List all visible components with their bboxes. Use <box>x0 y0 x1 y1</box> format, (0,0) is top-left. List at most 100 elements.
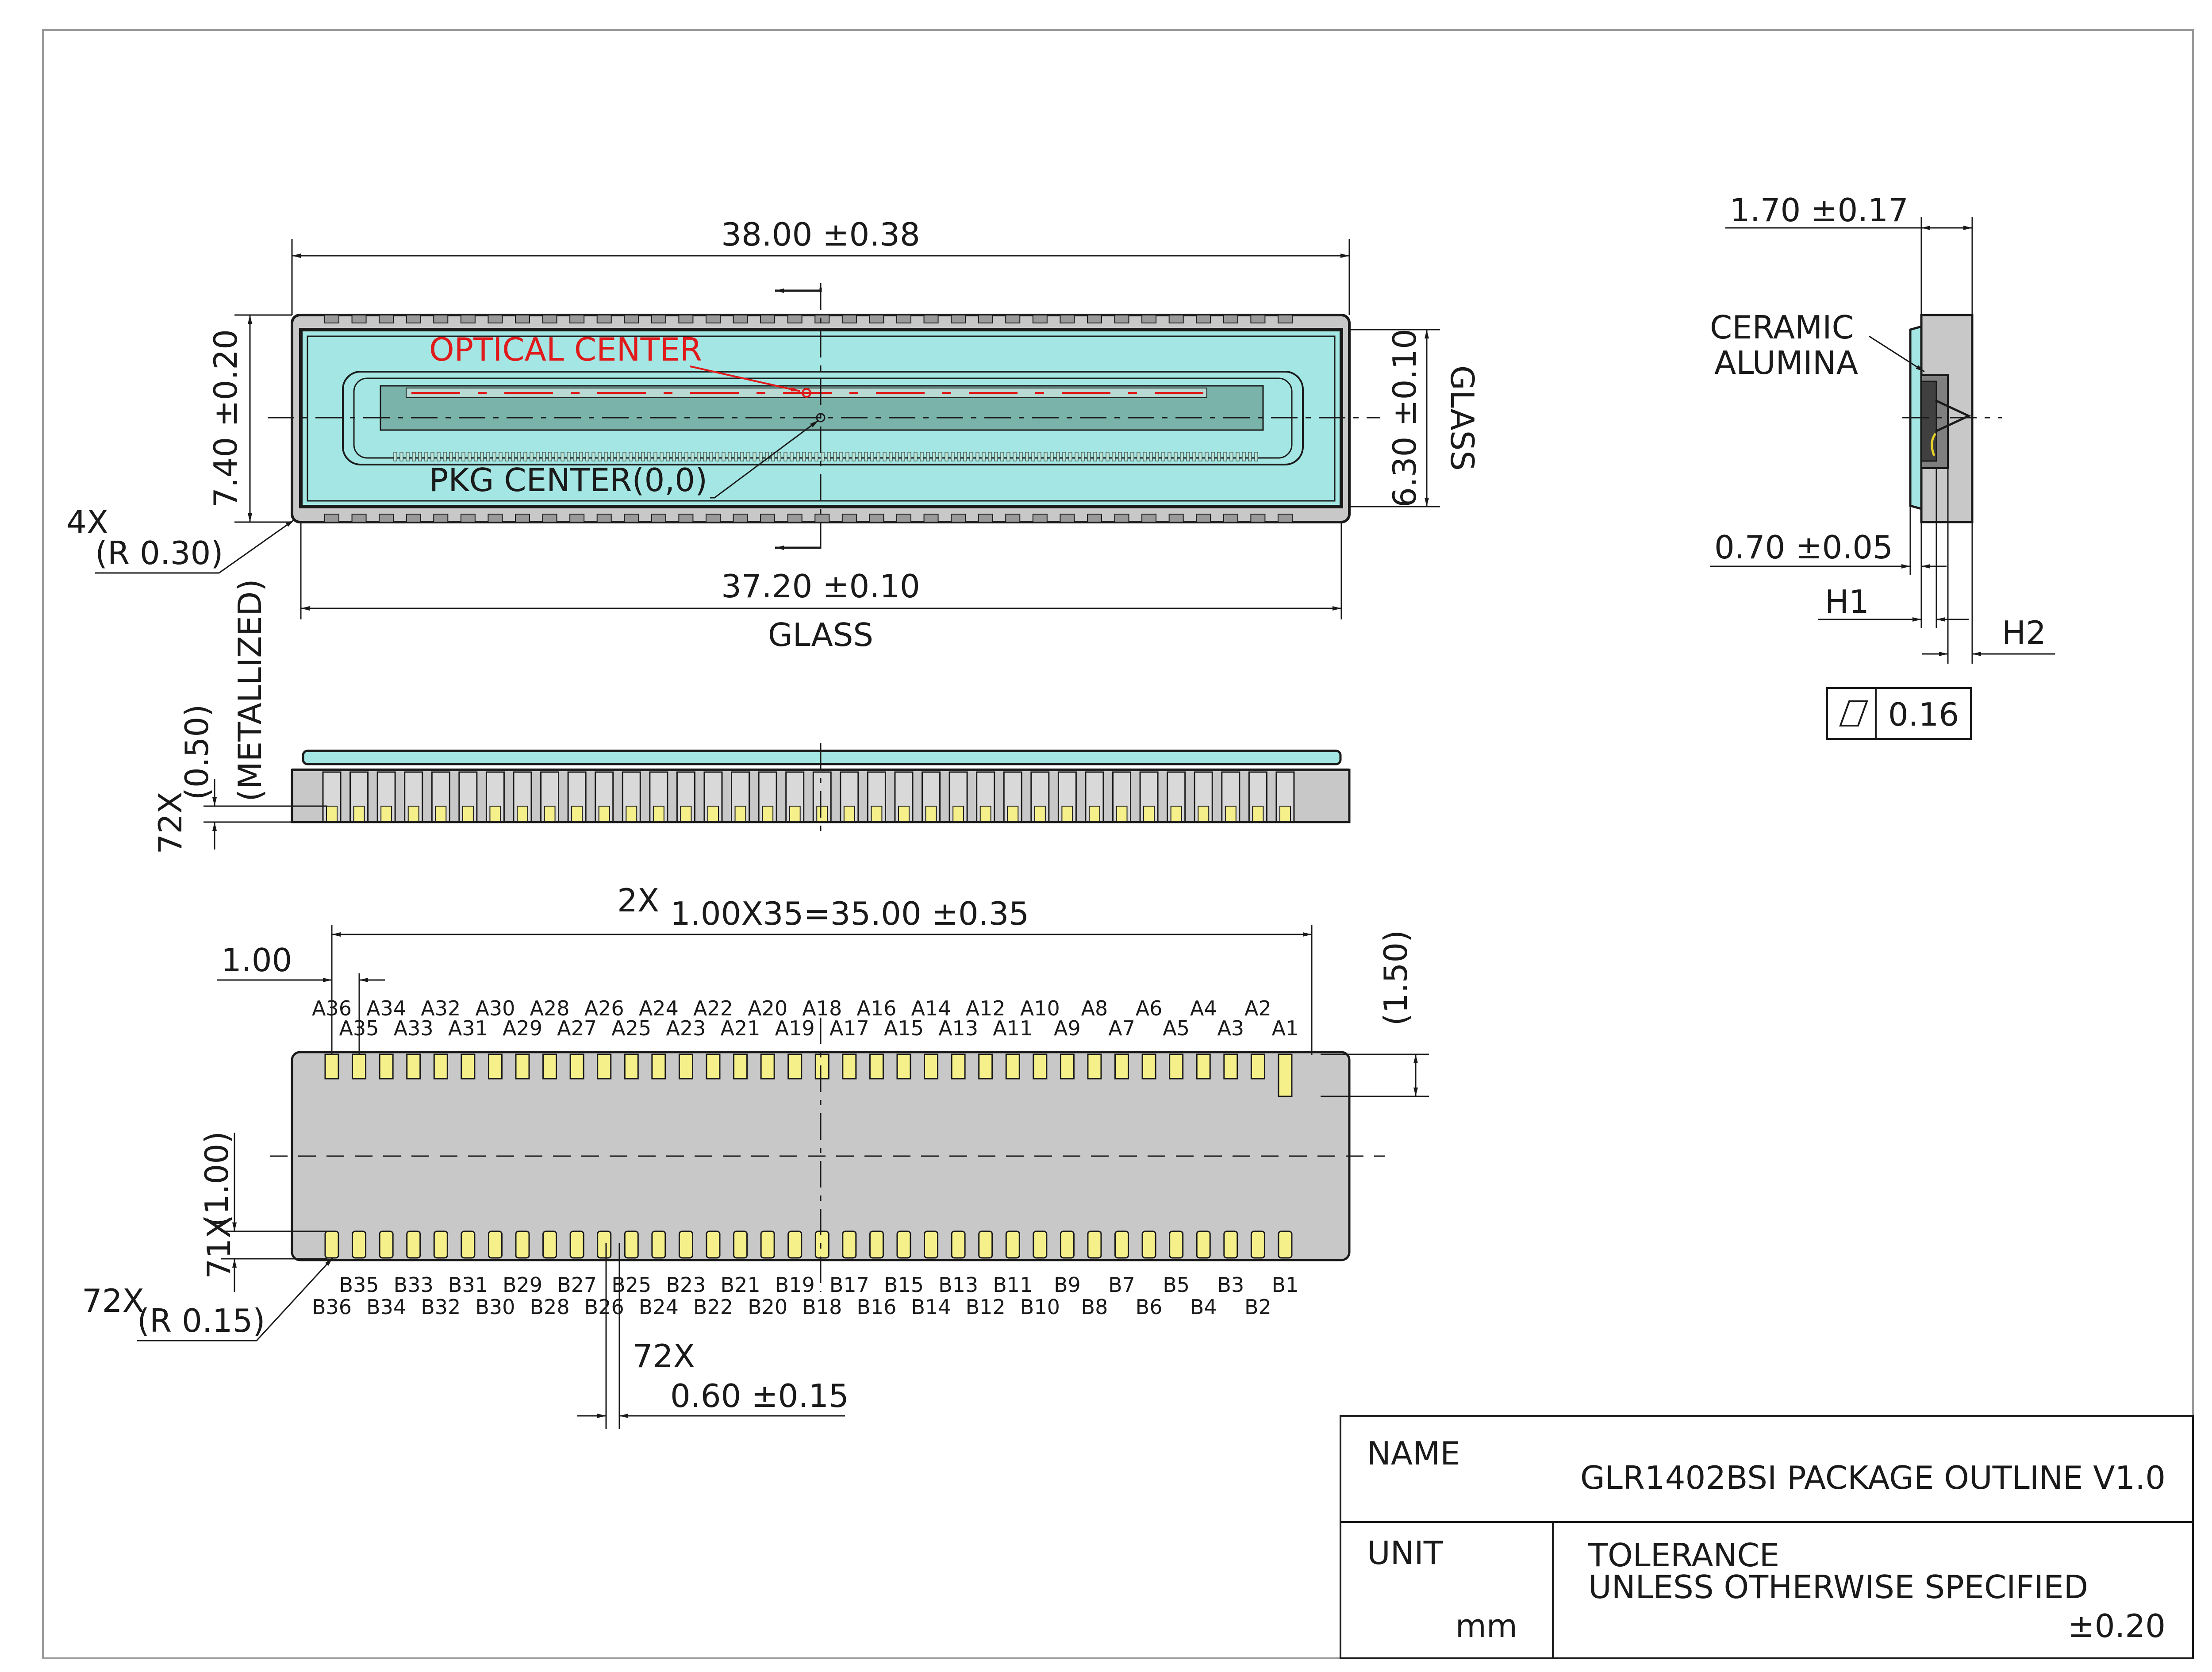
pad-b <box>1196 1230 1211 1259</box>
castellation-notch <box>1196 315 1211 323</box>
pin-label: A27 <box>557 1016 597 1040</box>
die-bond-pad <box>573 452 577 461</box>
pin-label: A17 <box>830 1016 869 1040</box>
pin-label: A28 <box>530 996 570 1020</box>
castellation-marks <box>324 315 1293 523</box>
die-bond-pad <box>666 452 670 461</box>
castellation-notch <box>678 514 694 523</box>
tolerance-line2: UNLESS OTHERWISE SPECIFIED <box>1588 1568 2088 1606</box>
pad-a <box>433 1053 448 1080</box>
die-bond-pad <box>1106 452 1110 461</box>
pad-row-b <box>324 1230 1293 1259</box>
castellation-notch <box>488 315 503 323</box>
die-bond-pad <box>876 452 880 461</box>
front-slot-pad <box>598 806 610 822</box>
die-bond-pad <box>975 452 979 461</box>
front-slot-pad <box>952 806 964 822</box>
die-bond-pad <box>1075 452 1079 461</box>
tolerance-value: ±0.20 <box>2068 1607 2166 1645</box>
pad-b <box>1087 1230 1102 1259</box>
front-slot-pad <box>1198 806 1210 822</box>
die-bond-pad <box>988 452 992 461</box>
die-bond-pad <box>1006 452 1010 461</box>
front-view <box>291 743 1351 836</box>
pad-b <box>924 1230 939 1259</box>
tolerance-line1: TOLERANCE <box>1588 1537 1779 1574</box>
front-pad-height-text: (0.50) <box>178 704 215 800</box>
pad-length-text: (1.50) <box>1377 930 1414 1026</box>
die-bond-pad <box>1137 452 1141 461</box>
pad-a <box>1223 1053 1238 1080</box>
pin-label: B24 <box>639 1295 679 1319</box>
pad-a <box>1033 1053 1048 1080</box>
pin-label: B16 <box>856 1295 896 1319</box>
unit-label: UNIT <box>1367 1534 1444 1572</box>
front-slot-pad <box>653 806 664 822</box>
pad-a <box>814 1053 830 1080</box>
pad-a <box>924 1053 939 1080</box>
die-bond-pad <box>895 452 899 461</box>
castellation-notch <box>651 315 666 323</box>
castellation-notch <box>1250 315 1266 323</box>
die-bond-pad <box>759 452 763 461</box>
die-bond-pad <box>684 452 688 461</box>
front-slot-pad <box>1007 806 1019 822</box>
die-bond-pad <box>870 452 874 461</box>
front-slot-pad <box>1088 806 1100 822</box>
die-bond-pad <box>610 452 614 461</box>
die-bond-pad <box>443 452 447 461</box>
pad-b <box>515 1230 530 1259</box>
die-bond-pad <box>1211 452 1215 461</box>
pin-label: B18 <box>802 1295 842 1319</box>
pin-label: A2 <box>1244 996 1271 1020</box>
die-bond-pad <box>1044 452 1048 461</box>
castellation-notch <box>1032 315 1048 323</box>
die-bond-pad <box>864 452 868 461</box>
pin-label: A13 <box>938 1016 978 1040</box>
castellation-notch <box>787 514 803 523</box>
die-bond-pad <box>982 452 986 461</box>
die-bond-pad <box>530 452 534 461</box>
front-slot-pad <box>1034 806 1046 822</box>
flatness-icon <box>1839 700 1868 726</box>
front-slot-pad <box>516 806 528 822</box>
pad-width-count-text: 72X <box>633 1338 695 1375</box>
castellation-notch <box>569 315 585 323</box>
pad-a <box>978 1053 993 1080</box>
pin-label: B33 <box>394 1273 434 1297</box>
die-bond-pad <box>678 452 682 461</box>
die-bond-pad <box>561 452 565 461</box>
die-bond-pad <box>660 452 664 461</box>
pin-label: A14 <box>911 996 951 1020</box>
die-bond-pad <box>622 452 626 461</box>
pin-label: B22 <box>693 1295 733 1319</box>
pad-a <box>1005 1053 1020 1080</box>
die-bond-pad <box>709 452 713 461</box>
front-slot-pad <box>789 806 801 822</box>
pad-a <box>488 1053 503 1080</box>
pad-a <box>651 1053 666 1080</box>
material-line1: CERAMIC <box>1710 309 1854 346</box>
pad-a <box>1278 1053 1293 1097</box>
castellation-notch <box>515 315 530 323</box>
front-slot-pad <box>326 806 338 822</box>
die-bond-pad <box>430 452 434 461</box>
die-bond-pad <box>814 452 818 461</box>
pkg-center-label: PKG CENTER(0,0) <box>429 461 707 499</box>
die-bond-pad <box>969 452 973 461</box>
pin-label: A3 <box>1217 1016 1244 1040</box>
front-slot-pad <box>489 806 501 822</box>
pad-b <box>569 1230 584 1259</box>
pin-label: A5 <box>1163 1016 1190 1040</box>
pad-a <box>515 1053 530 1080</box>
dim-total-height-text: 7.40 ±0.20 <box>207 329 244 508</box>
pad-b <box>814 1230 830 1259</box>
die-bond-pad <box>1180 452 1184 461</box>
die-bond-pad <box>641 452 645 461</box>
pad-b <box>951 1230 966 1259</box>
die-bond-pad <box>393 452 397 461</box>
castellation-notch <box>1005 514 1021 523</box>
castellation-notch <box>705 315 721 323</box>
